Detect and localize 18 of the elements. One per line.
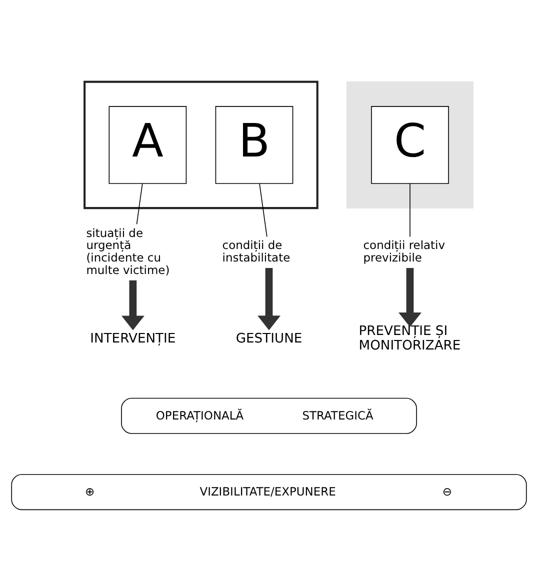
connector <box>259 182 268 237</box>
node-box: C <box>371 106 449 184</box>
node-box: ⊕ VIZIBILITATE/EXPUNERE ⊖ <box>11 474 527 510</box>
arrow <box>258 268 280 330</box>
cluster <box>346 80 474 208</box>
node-box: B <box>215 106 294 184</box>
connector <box>136 182 143 224</box>
arrow <box>398 268 422 327</box>
cluster <box>84 80 318 209</box>
node-box: A <box>108 106 187 184</box>
node-text: INTERVENȚIE <box>90 330 176 346</box>
arrow <box>121 280 144 330</box>
node-text: condiții relativ previzibile <box>363 238 446 264</box>
node-text: situații de urgență (incidente cu multe victime) <box>86 225 170 276</box>
node-box: OPERAȚIONALĂ STRATEGICĂ <box>121 397 417 434</box>
node-text: condiții de instabilitate <box>222 238 290 264</box>
node-text: PREVENȚIE ȘI MONITORIZARE <box>358 323 461 354</box>
node-text: GESTIUNE <box>236 330 302 346</box>
